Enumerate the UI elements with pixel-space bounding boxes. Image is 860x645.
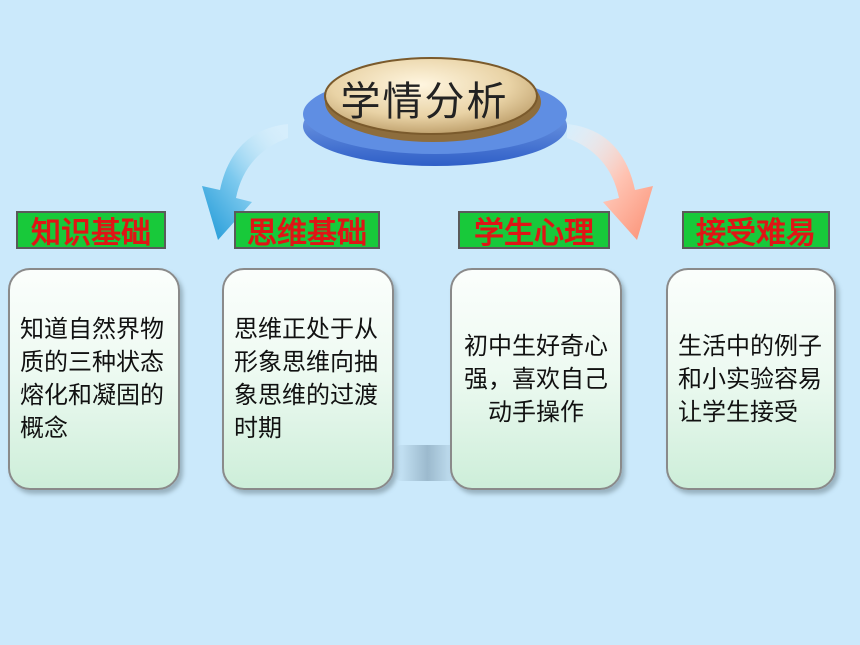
- category-label-thinking: 思维基础: [234, 211, 380, 251]
- category-label-difficulty: 接受难易: [682, 211, 830, 251]
- category-label-psychology: 学生心理: [458, 211, 610, 251]
- card-text: 初中生好奇心强，喜欢自己动手操作: [464, 331, 608, 426]
- diagram-title: 学情分析: [340, 78, 509, 125]
- card-text: 思维正处于从形象思维向抽象思维的过渡时期: [234, 315, 378, 442]
- card-knowledge: 知道自然界物质的三种状态熔化和凝固的概念: [8, 268, 180, 490]
- card-psychology: 初中生好奇心强，喜欢自己动手操作: [450, 268, 622, 490]
- curved-arrow-down-right-icon: [567, 124, 653, 240]
- connector-shadow: [395, 445, 460, 481]
- curved-arrow-down-left-icon: [202, 124, 288, 240]
- category-label-knowledge: 知识基础: [16, 211, 166, 251]
- card-text: 生活中的例子和小实验容易让学生接受: [678, 331, 822, 426]
- card-text: 知道自然界物质的三种状态熔化和凝固的概念: [20, 315, 164, 442]
- card-thinking: 思维正处于从形象思维向抽象思维的过渡时期: [222, 268, 394, 490]
- card-difficulty: 生活中的例子和小实验容易让学生接受: [666, 268, 836, 490]
- title-disc: [303, 57, 567, 166]
